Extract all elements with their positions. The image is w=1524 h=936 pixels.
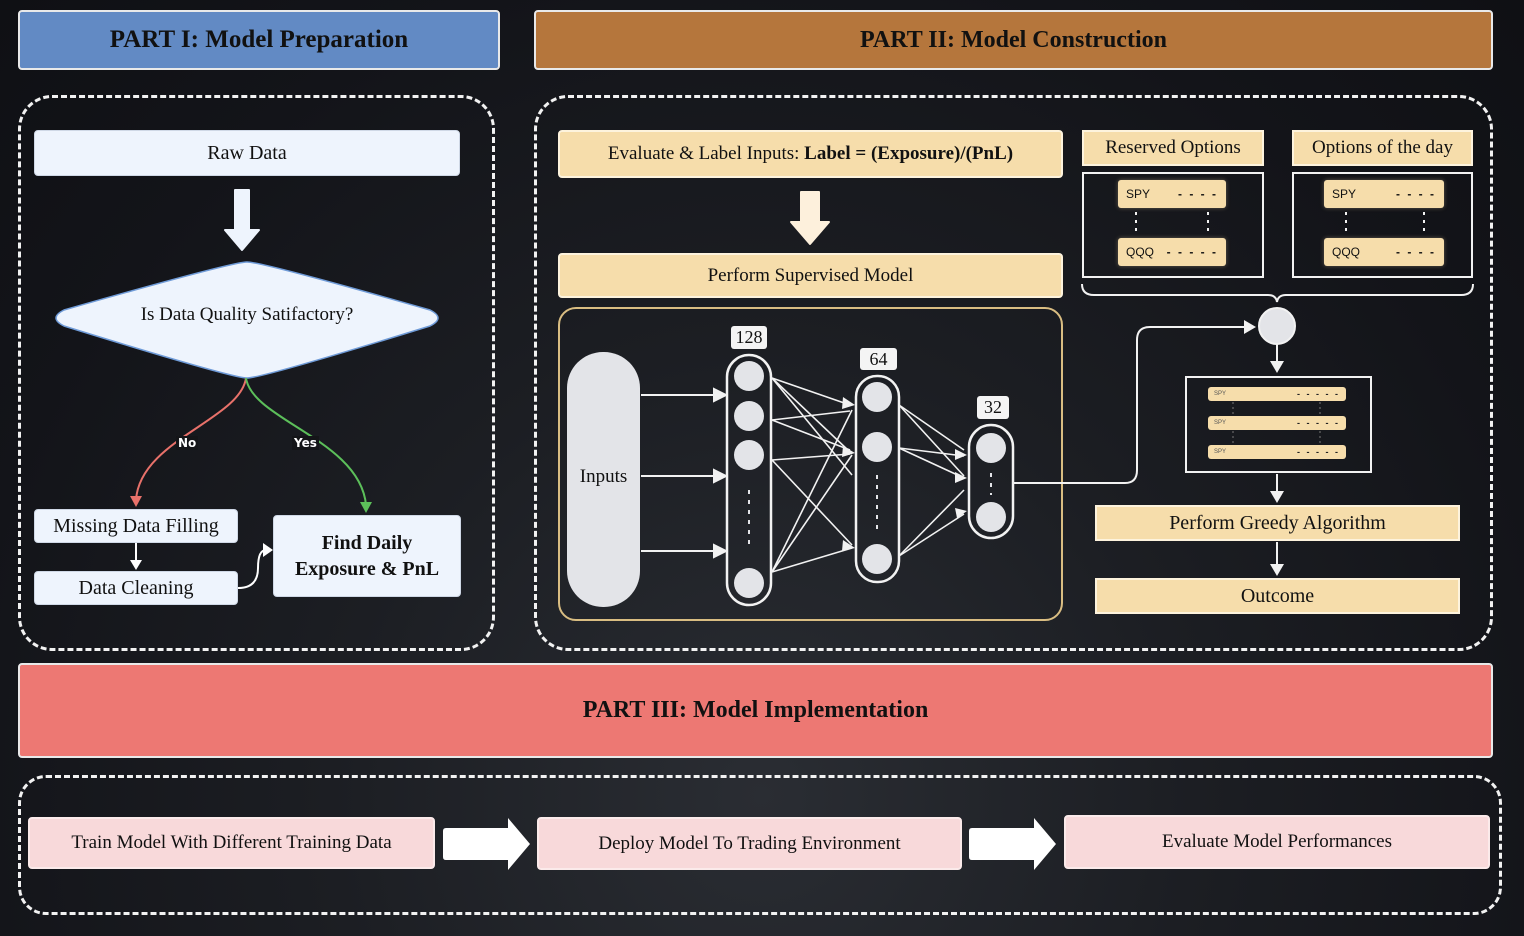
- value: - - - - -: [1166, 245, 1218, 259]
- yes-text: Yes: [294, 436, 317, 450]
- merged-row: SPY - - - - -: [1208, 387, 1346, 401]
- ticker: SPY: [1214, 449, 1227, 455]
- value: - - - -: [1396, 245, 1436, 259]
- step-deploy-box: Deploy Model To Trading Environment: [537, 817, 962, 870]
- reserved-options-label: Reserved Options: [1105, 137, 1241, 158]
- options-of-day-panel: [1292, 172, 1473, 278]
- find-daily-line1: Find Daily: [321, 532, 413, 554]
- inputs-label: Inputs: [567, 466, 640, 488]
- greedy-algorithm-box: Perform Greedy Algorithm: [1095, 505, 1460, 541]
- outcome-label: Outcome: [1240, 584, 1315, 607]
- layer1-size: 128: [735, 327, 763, 347]
- raw-data-label: Raw Data: [207, 141, 287, 164]
- greedy-label: Perform Greedy Algorithm: [1169, 511, 1386, 534]
- no-label: No: [176, 436, 199, 450]
- yes-label: Yes: [292, 436, 319, 450]
- ticker: SPY: [1214, 391, 1227, 397]
- decision-text: Is Data Quality Satifactory?: [140, 304, 354, 325]
- value: - - - - -: [1297, 389, 1340, 399]
- label-formula: Label = (Exposure)/(PnL): [804, 143, 1014, 164]
- layer1-size-badge: 128: [731, 326, 767, 349]
- ticker: SPY: [1214, 420, 1227, 426]
- inputs-text: Inputs: [579, 466, 628, 487]
- evaluate-label-box: Evaluate & Label Inputs: Label = (Exposu…: [558, 130, 1063, 178]
- raw-data-box: Raw Data: [34, 130, 460, 176]
- value: - - - -: [1396, 187, 1436, 201]
- part2-header: PART II: Model Construction: [534, 10, 1493, 70]
- reserved-row-qqq: QQQ - - - - -: [1118, 238, 1226, 266]
- part3-title: PART III: Model Implementation: [582, 697, 929, 723]
- value: - - - - -: [1297, 447, 1340, 457]
- ticker: QQQ: [1332, 245, 1361, 259]
- missing-data-box: Missing Data Filling: [34, 509, 238, 543]
- part1-header: PART I: Model Preparation: [18, 10, 500, 70]
- decision-label: Is Data Quality Satifactory?: [60, 304, 434, 326]
- step-train-box: Train Model With Different Training Data: [28, 817, 435, 869]
- part2-title: PART II: Model Construction: [860, 26, 1167, 53]
- step-evaluate-label: Evaluate Model Performances: [1161, 831, 1393, 852]
- reserved-row-spy: SPY - - - -: [1118, 180, 1226, 208]
- missing-data-label: Missing Data Filling: [53, 514, 219, 537]
- options-of-day-label: Options of the day: [1312, 137, 1453, 158]
- value: - - - - -: [1297, 418, 1340, 428]
- neural-network-panel: [558, 307, 1063, 621]
- part3-header: PART III: Model Implementation: [18, 663, 1493, 758]
- merged-row: SPY - - - - -: [1208, 416, 1346, 430]
- step-evaluate-box: Evaluate Model Performances: [1064, 815, 1490, 869]
- layer3-size-badge: 32: [977, 396, 1009, 419]
- layer2-size: 64: [869, 349, 888, 369]
- no-text: No: [178, 436, 197, 450]
- part3-container: [18, 775, 1502, 915]
- layer3-size: 32: [984, 397, 1002, 417]
- value: - - - -: [1178, 187, 1218, 201]
- ticker: QQQ: [1126, 245, 1155, 259]
- find-daily-box: Find Daily Exposure & PnL: [273, 515, 461, 597]
- part1-container: [18, 95, 495, 651]
- find-daily-line2: Exposure & PnL: [294, 558, 440, 580]
- day-row-qqq: QQQ - - - -: [1324, 238, 1444, 266]
- ticker: SPY: [1332, 187, 1357, 201]
- merged-row: SPY - - - - -: [1208, 445, 1346, 459]
- supervised-model-box: Perform Supervised Model: [558, 253, 1063, 298]
- step-deploy-label: Deploy Model To Trading Environment: [598, 832, 901, 854]
- outcome-box: Outcome: [1095, 578, 1460, 614]
- ticker: SPY: [1126, 187, 1151, 201]
- supervised-label: Perform Supervised Model: [707, 264, 914, 286]
- part1-title: PART I: Model Preparation: [109, 26, 409, 53]
- data-cleaning-label: Data Cleaning: [78, 576, 194, 599]
- part2-container: [534, 95, 1493, 651]
- reserved-options-title: Reserved Options: [1082, 130, 1264, 166]
- options-of-day-title: Options of the day: [1292, 130, 1473, 166]
- evaluate-prefix: Evaluate & Label Inputs:: [607, 143, 805, 164]
- day-row-spy: SPY - - - -: [1324, 180, 1444, 208]
- layer2-size-badge: 64: [860, 348, 897, 370]
- step-train-label: Train Model With Different Training Data: [71, 832, 392, 853]
- reserved-options-panel: [1082, 172, 1264, 278]
- data-cleaning-box: Data Cleaning: [34, 571, 238, 605]
